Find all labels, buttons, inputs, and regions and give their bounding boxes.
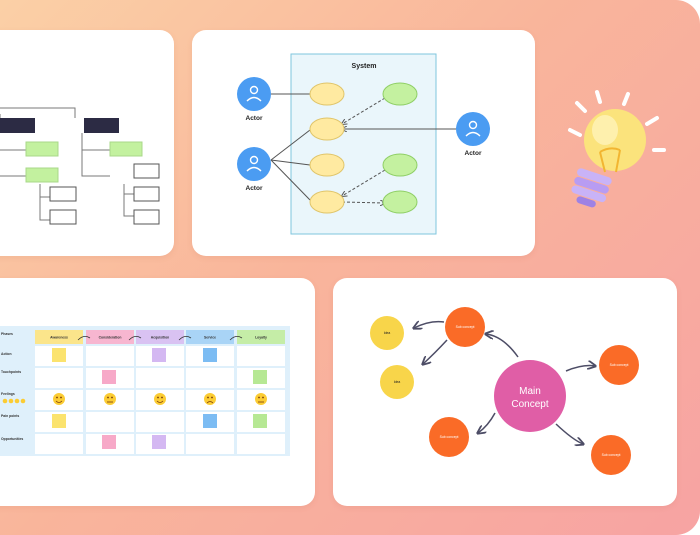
journey-stage — [237, 330, 285, 344]
journey-stage — [186, 330, 234, 344]
customer-journey-card: Phases Action Touchpoints Feelings Pain … — [0, 278, 315, 506]
sticky-note — [203, 414, 217, 428]
use-case — [309, 153, 345, 177]
use-case — [309, 117, 345, 141]
actor-icon — [456, 112, 490, 146]
journey-stage-label: Consideration — [99, 336, 122, 340]
main-concept-label: Main — [519, 386, 541, 397]
idea-node — [370, 316, 404, 350]
main-concept-node — [494, 360, 566, 432]
sticky-note — [102, 435, 116, 449]
actor-icon — [237, 77, 271, 111]
journey-row-label: Action — [1, 352, 12, 356]
system-label: System — [352, 63, 377, 70]
mind-map: Main Concept Sub concept Sub concept Sub… — [370, 307, 639, 475]
use-case — [382, 190, 418, 214]
sub-concept-node — [591, 435, 631, 475]
actor-icon — [237, 147, 271, 181]
tree-branch-node — [25, 141, 59, 157]
tree-leaf-node — [133, 186, 160, 202]
use-case — [309, 190, 345, 214]
sticky-note — [152, 435, 166, 449]
journey-stage-label: Acquisition — [151, 336, 169, 340]
use-case-diagram: System Actor — [237, 53, 490, 235]
sub-concept-node — [429, 417, 469, 457]
tree-root-node — [0, 118, 35, 133]
tree-diagram-card — [0, 30, 174, 256]
sub-concept-label: Sub concept — [602, 453, 621, 457]
tree-leaf-node — [133, 209, 160, 225]
journey-row-label: Touchpoints — [1, 370, 21, 374]
tree-leaf-node — [133, 163, 160, 179]
journey-row-label: Opportunities — [1, 437, 23, 441]
use-case — [382, 82, 418, 106]
sticky-note — [102, 370, 116, 384]
sticky-note — [253, 370, 267, 384]
mind-map-card: Main Concept Sub concept Sub concept Sub… — [333, 278, 677, 506]
actor-label: Actor — [465, 150, 482, 157]
journey-stage — [136, 330, 184, 344]
journey-row-label: Feelings — [1, 392, 15, 396]
tree-leaf-node — [49, 209, 77, 225]
use-case — [309, 82, 345, 106]
sticky-note — [203, 348, 217, 362]
sticky-note — [152, 348, 166, 362]
customer-journey-map: Phases Action Touchpoints Feelings Pain … — [0, 326, 290, 456]
main-concept-label: Concept — [511, 399, 548, 410]
journey-stage — [86, 330, 134, 344]
journey-stage — [35, 330, 83, 344]
use-case — [382, 153, 418, 177]
journey-row-label: Pain points — [1, 414, 19, 418]
actor-label: Actor — [246, 115, 263, 122]
journey-stage-label: Loyalty — [255, 336, 267, 340]
tree-branch-node — [109, 141, 143, 157]
sticky-note — [253, 414, 267, 428]
journey-stage-label: Service — [204, 336, 216, 340]
sub-concept-node — [445, 307, 485, 347]
tree-diagram-icon — [0, 107, 160, 225]
sub-concept-label: Sub concept — [610, 363, 629, 367]
sub-concept-label: Sub concept — [456, 325, 475, 329]
idea-label: Idea — [394, 380, 401, 384]
sub-concept-node — [599, 345, 639, 385]
tree-leaf-node — [49, 186, 77, 202]
sticky-note — [52, 348, 66, 362]
use-case-diagram-card: System Actor — [192, 30, 535, 256]
sticky-note — [52, 414, 66, 428]
idea-node — [380, 365, 414, 399]
idea-label: Idea — [384, 331, 391, 335]
journey-stage-label: Awareness — [50, 336, 68, 340]
tree-root-node — [84, 118, 119, 133]
tree-branch-node — [25, 167, 59, 183]
sub-concept-label: Sub concept — [440, 435, 459, 439]
actor-label: Actor — [246, 185, 263, 192]
journey-row-label: Phases — [1, 332, 13, 336]
